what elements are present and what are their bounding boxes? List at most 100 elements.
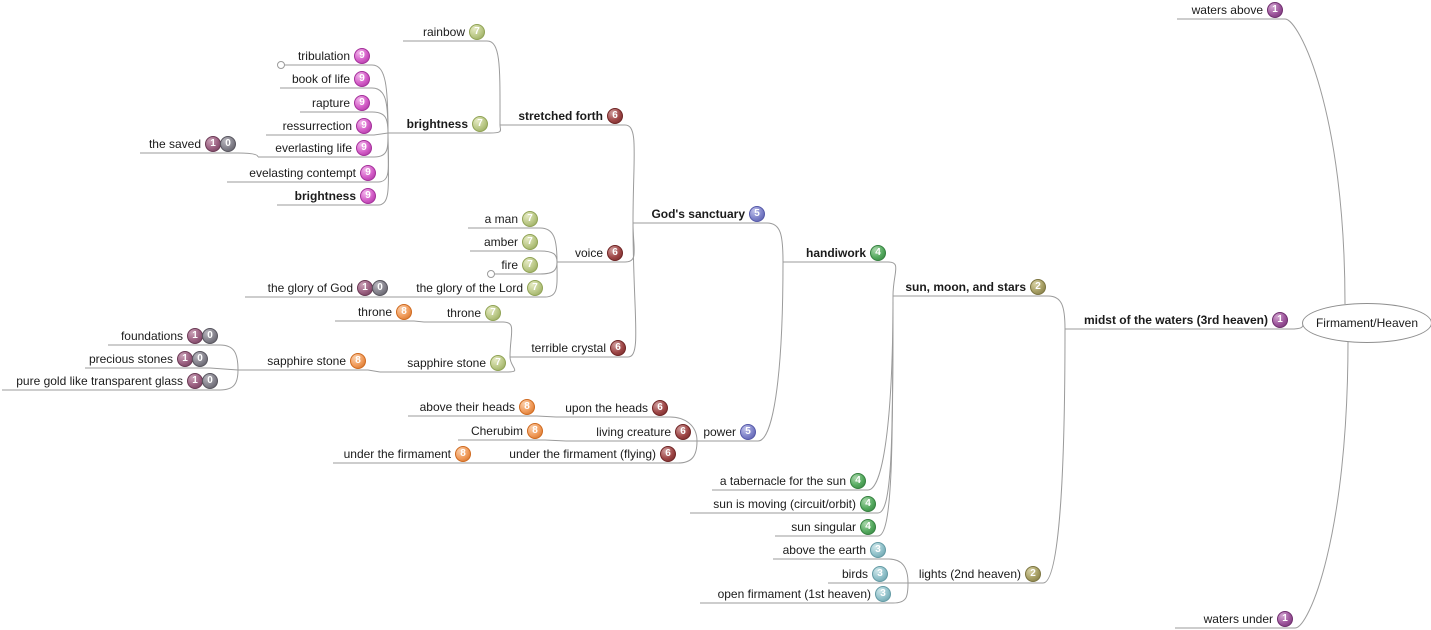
- priority-badge-5: 5: [740, 423, 756, 440]
- node-label: rainbow: [422, 24, 465, 39]
- node-label: brightness: [406, 116, 468, 131]
- node-midst-of-the-waters[interactable]: midst of the waters (3rd heaven)1: [1084, 311, 1288, 328]
- priority-badge-9: 9: [356, 139, 372, 156]
- node-label: everlasting life: [275, 140, 352, 155]
- node-label: living creature: [596, 424, 671, 439]
- priority-badge-1: 1: [177, 350, 193, 367]
- edge-terrible-crystal: [510, 222, 637, 358]
- edge-glory-of-the-lord: [398, 261, 558, 298]
- priority-badge-9: 9: [360, 187, 376, 204]
- priority-badge-9: 9: [354, 70, 370, 87]
- edge-throne-8: [335, 320, 425, 323]
- priority-badge-4: 4: [850, 472, 866, 489]
- node-label: sun, moon, and stars: [905, 279, 1026, 294]
- priority-badge-9: 9: [360, 164, 376, 181]
- node-label: under the firmament (flying): [509, 446, 656, 461]
- node-label: handiwork: [805, 245, 866, 260]
- node-under-firmament-flying[interactable]: under the firmament (flying)6: [509, 445, 676, 462]
- node-label: foundations: [120, 328, 183, 343]
- node-label: precious stones: [88, 351, 173, 366]
- edge-a-man: [468, 227, 558, 263]
- node-label: sapphire stone: [407, 355, 486, 370]
- edge-gods-sanctuary: [633, 222, 784, 263]
- node-label: a man: [484, 211, 518, 226]
- priority-badge-7: 7: [522, 210, 538, 227]
- priority-badge-0: 0: [192, 350, 208, 367]
- priority-badge-9: 9: [354, 94, 370, 111]
- edge-above-their-heads: [408, 415, 557, 418]
- node-everlasting-life[interactable]: everlasting life 9: [275, 139, 372, 156]
- node-label: birds: [841, 566, 868, 581]
- node-open-firmament[interactable]: open firmament (1st heaven)3: [718, 585, 891, 602]
- priority-badge-1: 1: [1277, 610, 1293, 627]
- node-handiwork[interactable]: handiwork 4: [805, 244, 886, 261]
- node-label: tribulation: [297, 48, 350, 63]
- priority-badge-8: 8: [519, 398, 535, 415]
- node-tribulation[interactable]: tribulation 9: [297, 47, 370, 64]
- root-node-label: Firmament/Heaven: [1315, 316, 1419, 330]
- node-label: the glory of God: [267, 280, 353, 295]
- priority-badge-9: 9: [354, 47, 370, 64]
- edge-precious-stones: [85, 367, 239, 371]
- node-label: evelasting contempt: [249, 165, 356, 180]
- edge-cherubim: [458, 439, 567, 442]
- priority-badge-1: 1: [187, 372, 203, 389]
- node-evelasting-contempt[interactable]: evelasting contempt 9: [249, 164, 376, 181]
- node-label: ressurrection: [282, 118, 352, 133]
- edge-throne-7: [424, 321, 513, 358]
- root-node[interactable]: Firmament/Heaven: [1302, 303, 1431, 343]
- edge-the-saved: [140, 152, 259, 158]
- priority-badge-1: 1: [1267, 1, 1283, 18]
- priority-badge-4: 4: [870, 244, 886, 261]
- priority-badge-6: 6: [652, 399, 668, 416]
- priority-badge-1: 1: [187, 327, 203, 344]
- node-sun-is-moving[interactable]: sun is moving (circuit/orbit)4: [713, 495, 876, 512]
- node-lights-2nd-heaven[interactable]: lights (2nd heaven)2: [919, 565, 1041, 582]
- collapsed-indicator-fire[interactable]: [487, 270, 495, 278]
- priority-badge-0: 0: [202, 327, 218, 344]
- priority-badge-8: 8: [455, 445, 471, 462]
- node-a-man[interactable]: a man 7: [484, 210, 538, 227]
- edge-ressurrection: [266, 132, 389, 136]
- collapsed-indicator-tribulation[interactable]: [277, 61, 285, 69]
- priority-badge-6: 6: [607, 244, 623, 261]
- priority-badge-4: 4: [860, 495, 876, 512]
